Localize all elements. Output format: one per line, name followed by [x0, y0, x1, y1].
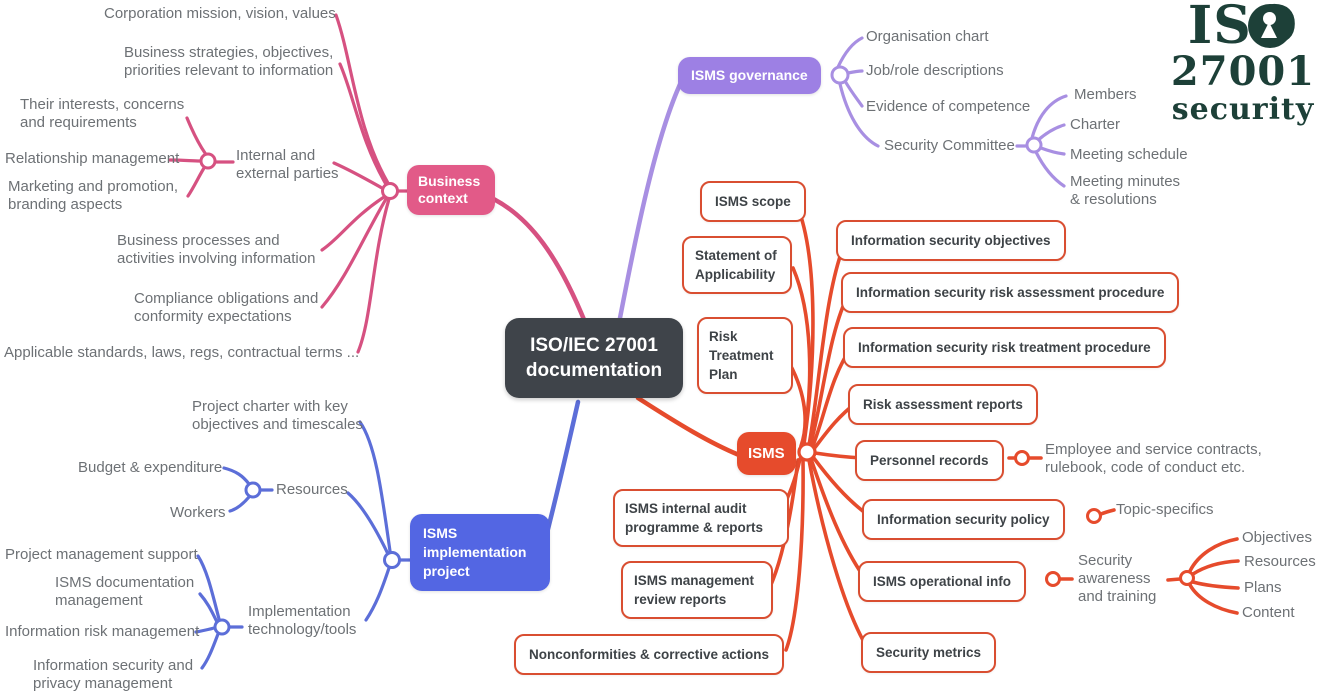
node-compliance-obligations[interactable]: Compliance obligations and conformity ex…: [134, 290, 319, 325]
logo-iso-text: ISO: [1187, 0, 1299, 56]
node-corporation-mission[interactable]: Corporation mission, vision, values: [104, 5, 336, 22]
node-charter[interactable]: Charter: [1070, 116, 1121, 133]
node-isms-documentation-management[interactable]: ISMS documentation management: [55, 574, 195, 609]
node-resources[interactable]: Resources: [276, 481, 348, 498]
node-members[interactable]: Members: [1074, 86, 1137, 103]
node-infosec-objectives[interactable]: Information security objectives: [836, 220, 1066, 261]
node-workers[interactable]: Workers: [170, 504, 226, 521]
node-evidence-of-competence[interactable]: Evidence of competence: [866, 98, 1031, 115]
isms-lines: [635, 203, 1240, 652]
node-meeting-minutes[interactable]: Meeting minutes & resolutions: [1070, 173, 1181, 208]
node-management-review[interactable]: ISMS management review reports: [621, 561, 773, 619]
node-nonconformities[interactable]: Nonconformities & corrective actions: [514, 634, 785, 675]
logo-o-disc: [1248, 4, 1292, 48]
node-relationship-management[interactable]: Relationship management: [5, 150, 180, 167]
node-project-management-support[interactable]: Project management support: [5, 546, 198, 563]
node-internal-external-parties[interactable]: Internal and external parties: [236, 147, 339, 182]
node-infosec-privacy-management[interactable]: Information security and privacy managem…: [33, 657, 194, 692]
node-awareness-resources[interactable]: Resources: [1244, 553, 1316, 570]
root-node[interactable]: ISO/IEC 27001 documentation: [505, 318, 683, 398]
node-risk-treatment-plan[interactable]: Risk Treatment Plan: [697, 317, 793, 394]
branch-isms[interactable]: ISMS: [737, 432, 796, 475]
node-awareness-content[interactable]: Content: [1242, 604, 1295, 621]
node-statement-of-applicability[interactable]: Statement of Applicability: [682, 236, 792, 294]
node-awareness-objectives[interactable]: Objectives: [1242, 529, 1313, 546]
node-budget-expenditure[interactable]: Budget & expenditure: [78, 459, 223, 476]
node-business-strategies[interactable]: Business strategies, objectives, priorit…: [124, 44, 334, 79]
node-organisation-chart[interactable]: Organisation chart: [866, 28, 989, 45]
node-infosec-policy[interactable]: Information security policy: [862, 499, 1065, 540]
node-topic-specifics[interactable]: Topic-specifics: [1116, 501, 1214, 518]
node-their-interests[interactable]: Their interests, concerns and requiremen…: [20, 96, 185, 131]
node-risk-treatment-procedure[interactable]: Information security risk treatment proc…: [843, 327, 1166, 368]
node-security-awareness[interactable]: Security awareness and training: [1078, 552, 1157, 605]
node-business-processes[interactable]: Business processes and activities involv…: [117, 232, 316, 267]
branch-isms-governance[interactable]: ISMS governance: [678, 57, 821, 94]
node-job-role-descriptions[interactable]: Job/role descriptions: [866, 62, 1004, 79]
node-employee-contracts[interactable]: Employee and service contracts, rulebook…: [1045, 441, 1262, 476]
node-risk-assessment-procedure[interactable]: Information security risk assessment pro…: [841, 272, 1180, 313]
node-information-risk-management[interactable]: Information risk management: [5, 623, 200, 640]
node-project-charter[interactable]: Project charter with key objectives and …: [192, 398, 363, 433]
node-operational-info[interactable]: ISMS operational info: [858, 561, 1027, 602]
node-internal-audit[interactable]: ISMS internal audit programme & reports: [613, 489, 789, 547]
node-risk-assessment-reports[interactable]: Risk assessment reports: [848, 384, 1038, 425]
logo-security-text: security: [1171, 92, 1315, 127]
keyhole-icon: [1263, 12, 1276, 25]
branch-business-context[interactable]: Business context: [407, 165, 495, 215]
iso27001-security-logo: ISO 27001 security: [1168, 0, 1318, 127]
node-security-committee[interactable]: Security Committee: [884, 137, 1015, 154]
node-implementation-technology[interactable]: Implementation technology/tools: [248, 603, 357, 638]
keyhole-wedge: [1261, 22, 1277, 38]
isms-governance-lines: [617, 36, 1068, 321]
node-isms-scope[interactable]: ISMS scope: [700, 181, 806, 222]
logo-27001-text: 27001: [1170, 48, 1316, 95]
business-context-lines: [168, 13, 588, 354]
node-security-metrics[interactable]: Security metrics: [861, 632, 997, 673]
node-personnel-records[interactable]: Personnel records: [855, 440, 1004, 481]
node-marketing-promotion[interactable]: Marketing and promotion, branding aspect…: [8, 178, 179, 213]
node-awareness-plans[interactable]: Plans: [1244, 579, 1282, 596]
branch-isms-implementation[interactable]: ISMS implementation project: [410, 514, 550, 591]
node-applicable-standards[interactable]: Applicable standards, laws, regs, contra…: [4, 344, 360, 361]
node-meeting-schedule[interactable]: Meeting schedule: [1070, 146, 1188, 163]
